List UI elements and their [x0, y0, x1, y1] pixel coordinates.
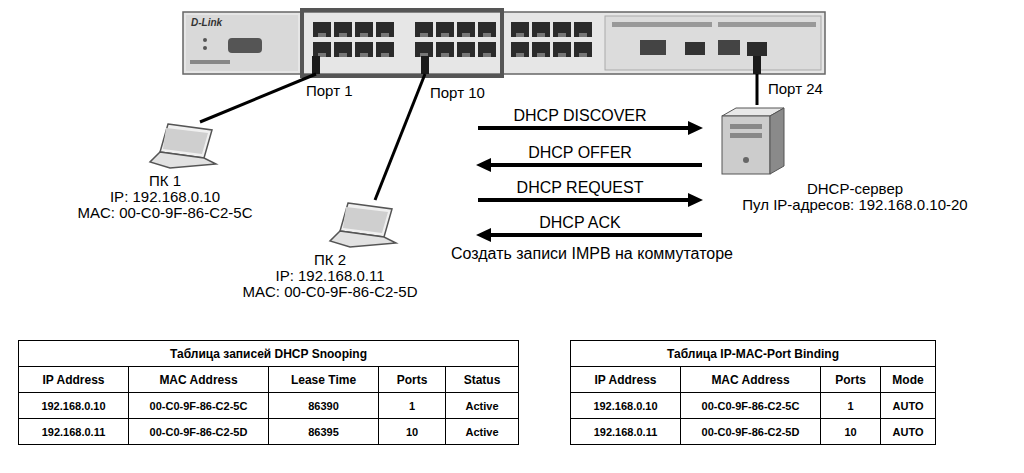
- network-cable: [756, 74, 759, 105]
- sfp-slot: [718, 40, 740, 55]
- switch: D-Link: [183, 12, 825, 74]
- switch-panel: [186, 15, 298, 71]
- arrow-head: [688, 193, 703, 207]
- table-cell: 10: [820, 418, 881, 445]
- message-label: DHCP REQUEST: [517, 179, 644, 196]
- switch-model-plate: [190, 60, 230, 64]
- table-cell: 86395: [268, 418, 379, 445]
- table-header: IP Address: [18, 366, 129, 393]
- cable-plug: [421, 56, 429, 74]
- table-cell: AUTO: [880, 418, 936, 445]
- server-icon: [722, 108, 784, 174]
- message-arrow: [478, 198, 690, 202]
- node-title: D-Link: [191, 15, 222, 31]
- port-label: Порт 10: [430, 84, 485, 101]
- port-group: [510, 20, 594, 60]
- combo-strip: [718, 22, 816, 27]
- arrow-head: [476, 228, 491, 242]
- arrow-head: [688, 121, 703, 135]
- console-port: [228, 38, 262, 53]
- ports: [312, 20, 396, 60]
- message-arrow: [478, 126, 690, 130]
- server-button: [743, 157, 749, 163]
- table-cell: 86390: [268, 392, 379, 419]
- table-cell: 192.168.0.11: [570, 418, 681, 445]
- laptop-icon: [330, 203, 396, 247]
- arrow-head: [476, 158, 491, 172]
- node-text: IP: 192.168.0.11: [276, 268, 385, 284]
- table-header: Lease Time: [268, 366, 379, 393]
- table-title: Таблица IP-MAC-Port Binding: [570, 340, 936, 367]
- message-label: DHCP OFFER: [528, 144, 632, 161]
- message-arrow: [490, 163, 702, 167]
- node-title: ПК 1: [149, 173, 181, 189]
- laptop-display: [163, 128, 208, 154]
- combo-strip: [612, 22, 712, 27]
- table-cell: 00-C0-9F-86-C2-5C: [680, 392, 821, 419]
- table-cell: 00-C0-9F-86-C2-5D: [128, 418, 269, 445]
- led: [203, 46, 207, 50]
- table-cell: 192.168.0.10: [570, 392, 681, 419]
- server-side: [770, 108, 784, 174]
- table-header: MAC Address: [128, 366, 269, 393]
- table-cell: 1: [378, 392, 446, 419]
- node-text: MAC: 00-C0-9F-86-C2-5C: [77, 205, 252, 221]
- sfp-slot: [640, 40, 666, 55]
- pc-node: ПК 2IP: 192.168.0.11MAC: 00-C0-9F-86-C2-…: [200, 200, 460, 300]
- cable-plug: [312, 56, 320, 74]
- table-cell: 192.168.0.11: [18, 418, 129, 445]
- port-label: Порт 24: [768, 80, 823, 97]
- port-group: [312, 20, 396, 60]
- ports: [510, 20, 594, 60]
- node-text: IP: 192.168.0.10: [110, 189, 220, 205]
- message-label: DHCP DISCOVER: [513, 107, 646, 124]
- laptop-base: [330, 231, 396, 247]
- table-header: Ports: [378, 366, 446, 393]
- table-cell: 10: [378, 418, 446, 445]
- laptop-display: [343, 207, 388, 233]
- table-header: Ports: [820, 366, 881, 393]
- node-text: MAC: 00-C0-9F-86-C2-5D: [242, 284, 417, 300]
- server-front: [722, 116, 770, 174]
- note-text: Создать записи IMPB на коммутаторе: [451, 245, 733, 262]
- laptop-icon: [150, 124, 216, 168]
- server-drive: [730, 133, 762, 138]
- message-arrow: [490, 233, 702, 237]
- node-title: ПК 2: [314, 252, 346, 268]
- server-node: DHCP-серверПул IP-адресов: 192.168.0.10-…: [690, 105, 1020, 213]
- node-text: Пул IP-адресов: 192.168.0.10-20: [742, 197, 967, 213]
- table-title: Таблица записей DHCP Snooping: [18, 340, 519, 367]
- pc-node: ПК 1IP: 192.168.0.10MAC: 00-C0-9F-86-C2-…: [40, 122, 290, 221]
- combo-section: [605, 16, 821, 70]
- table-cell: 00-C0-9F-86-C2-5C: [128, 392, 269, 419]
- table-header: Status: [445, 366, 519, 393]
- cable-plug: [753, 56, 761, 74]
- table-cell: 1: [820, 392, 881, 419]
- led: [203, 38, 207, 42]
- table-cell: 00-C0-9F-86-C2-5D: [680, 418, 821, 445]
- network-cable: [200, 74, 316, 122]
- table-cell: Active: [445, 418, 519, 445]
- port-label: Порт 1: [306, 82, 353, 99]
- ports: [414, 20, 498, 60]
- table-cell: Active: [445, 392, 519, 419]
- table-cell: AUTO: [880, 392, 936, 419]
- port-group: [414, 20, 498, 60]
- server-drive: [730, 124, 762, 129]
- table-header: Mode: [880, 366, 936, 393]
- node-title: DHCP-сервер: [807, 181, 903, 197]
- table-header: IP Address: [570, 366, 681, 393]
- port-24: [747, 42, 767, 56]
- table-cell: 192.168.0.10: [18, 392, 129, 419]
- message-label: DHCP ACK: [539, 214, 621, 231]
- network-cable: [375, 74, 425, 200]
- table-header: MAC Address: [680, 366, 821, 393]
- laptop-base: [150, 152, 216, 168]
- port-highlight: [302, 10, 502, 76]
- rj45-port: [685, 42, 705, 55]
